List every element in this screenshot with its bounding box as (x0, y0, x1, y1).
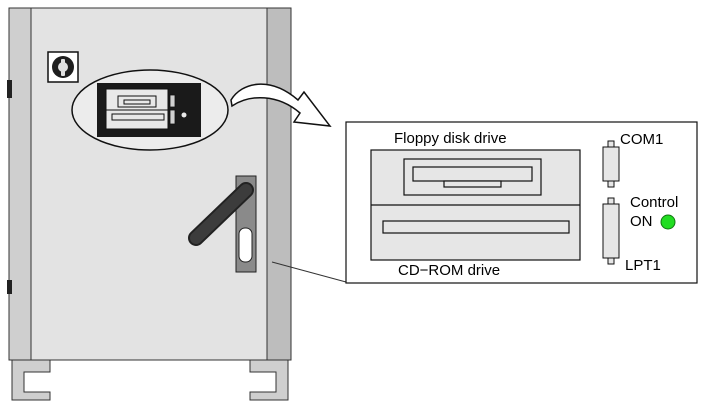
key-switch-icon[interactable] (47, 51, 79, 83)
com1-label: COM1 (620, 131, 664, 148)
cabinet-left-column (8, 7, 32, 361)
control-label: Control (630, 194, 679, 211)
cdrom-drive[interactable] (382, 220, 570, 234)
on-label: ON (630, 213, 653, 230)
cdrom-drive-label: CD−ROM drive (398, 262, 501, 279)
led-indicator-icon (660, 214, 676, 230)
leader-line (271, 261, 347, 283)
cabinet-foot-right (249, 359, 289, 401)
cabinet-right-column (266, 7, 292, 361)
hinge-top (7, 80, 12, 98)
com1-connector[interactable] (602, 140, 620, 188)
curved-arrow-icon (230, 83, 332, 127)
floppy-drive-label: Floppy disk drive (394, 130, 507, 147)
floppy-drive[interactable] (403, 158, 542, 196)
control-cabinet (7, 7, 292, 401)
hinge-bottom (7, 280, 12, 294)
lpt1-connector[interactable] (602, 197, 620, 265)
detail-panel (345, 121, 698, 284)
lpt1-label: LPT1 (625, 257, 661, 274)
door-drive-panel (97, 83, 201, 137)
door-handle[interactable] (188, 175, 257, 273)
cabinet-foot-left (11, 359, 51, 401)
